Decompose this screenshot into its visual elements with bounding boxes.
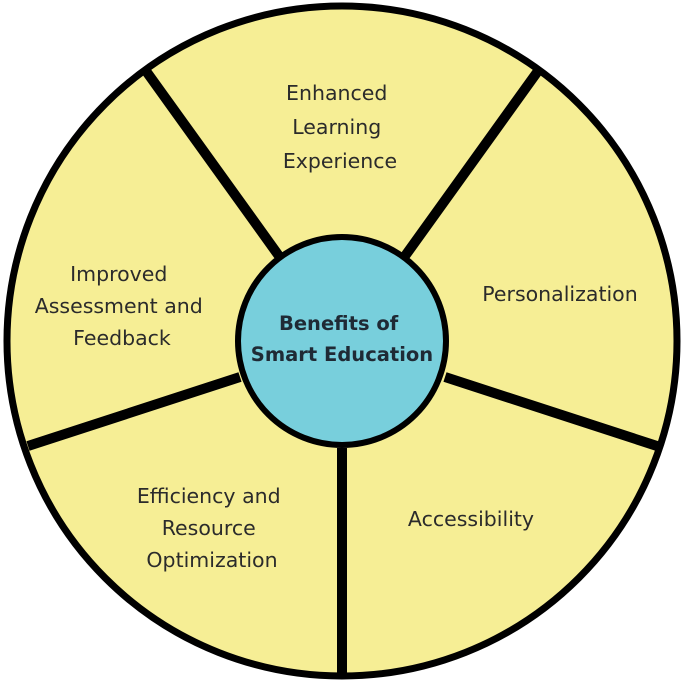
segment-label-line: Efficiency and: [137, 484, 281, 508]
center-hub-label-line: Benefits of: [279, 312, 399, 335]
segment-label-line: Personalization: [482, 282, 637, 306]
segment-label-line: Feedback: [73, 326, 171, 350]
segment-label-line: Learning: [292, 115, 381, 139]
segment-label-line: Optimization: [146, 548, 277, 572]
spoke-top-left: [141, 68, 284, 259]
segment-label-line: Assessment and: [35, 294, 203, 318]
wheel-spokes: [26, 68, 659, 676]
segment-label-line: Improved: [70, 262, 167, 286]
segment-label-efficiency-and-resource-optimization: Efficiency and Resource Optimization: [137, 484, 287, 572]
spoke-left: [26, 372, 242, 451]
center-hub-label-line: Smart Education: [251, 343, 433, 366]
segment-label-accessibility: Accessibility: [408, 507, 534, 531]
segment-label-enhanced-learning-experience: Enhanced Learning Experience: [283, 81, 397, 173]
segment-label-personalization: Personalization: [482, 282, 637, 306]
center-hub: [235, 234, 449, 448]
segment-label-line: Enhanced: [286, 81, 387, 105]
spoke-top-right: [400, 68, 543, 259]
segment-label-improved-assessment-and-feedback: Improved Assessment and Feedback: [35, 262, 210, 350]
center-hub-label: Benefits of Smart Education: [251, 312, 433, 366]
segment-label-line: Experience: [283, 149, 397, 173]
segment-label-line: Resource: [162, 516, 256, 540]
segment-label-line: Accessibility: [408, 507, 534, 531]
spoke-right: [443, 372, 659, 451]
